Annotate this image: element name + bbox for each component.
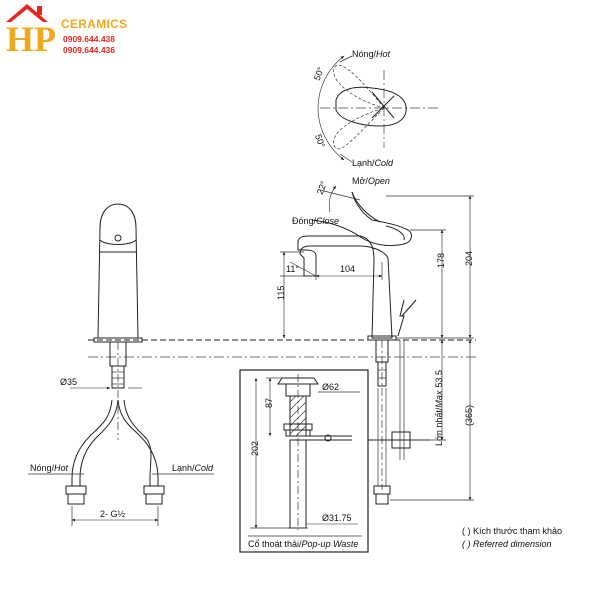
front-hot-label: Nóng/Hot — [30, 463, 69, 473]
side-view: 22° 11° Mở/Open Đóng/Close 104 — [276, 176, 474, 505]
top-cold-label: Lạnh/Cold — [352, 158, 394, 168]
angle-top: 50° — [312, 65, 326, 82]
waste-frame — [239, 369, 369, 553]
top-hot-label: Nóng/Hot — [352, 49, 391, 59]
notes: ( ) Kích thước tham khảo ( ) Referred di… — [462, 526, 562, 549]
side-dim-reach: 104 — [340, 264, 355, 274]
front-cold-label: Lạnh/Cold — [172, 463, 214, 473]
logo-letters: HP — [6, 19, 56, 59]
side-dim-max-deck: Lớn nhất/Max53.5 — [434, 370, 444, 446]
house-chimney-icon — [37, 6, 42, 15]
side-dim-hose: (365) — [464, 405, 474, 426]
side-dim-spout-height: 115 — [276, 286, 286, 300]
waste-dim-upper: 87 — [264, 398, 274, 408]
front-thread-label: 2- G½ — [100, 509, 126, 519]
logo-brand-name: CERAMICS — [61, 17, 127, 31]
brand-logo: HP CERAMICS 0909.644.438 0909.644.436 — [6, 4, 127, 59]
side-close-label: Đóng/Close — [292, 216, 339, 226]
front-dim-base-diameter: Ø35 — [60, 377, 77, 387]
side-dim-lever-height: 178 — [436, 253, 446, 268]
waste-detail: 87 202 Ø62 Ø31.75 Cổ thoát thải/Pop-up W… — [239, 369, 369, 553]
angle-bottom: 50° — [313, 133, 327, 150]
top-view: 50° 50° Nóng/Hot Lạnh/Cold — [312, 49, 438, 168]
side-open-label: Mở/Open — [352, 176, 390, 186]
side-dim-total-height: 204 — [464, 251, 474, 266]
logo-phone-1: 0909.644.438 — [63, 34, 115, 44]
logo-phone-2: 0909.644.436 — [63, 45, 115, 55]
side-angle-spout: 11° — [286, 264, 299, 274]
note-reference-vi: ( ) Kích thước tham khảo — [462, 526, 562, 536]
waste-caption: Cổ thoát thải/Pop-up Waste — [248, 539, 358, 549]
waste-dim-length: 202 — [250, 441, 260, 456]
waste-dim-flange: Ø62 — [322, 382, 339, 392]
side-angle-lever: 22° — [315, 179, 329, 196]
house-roof-icon — [6, 4, 48, 22]
note-reference-en: ( ) Referred dimension — [462, 539, 552, 549]
front-view: Ø35 Nóng/Hot Lạnh/Cold 2- G½ — [28, 203, 214, 526]
waste-dim-tail: Ø31.75 — [322, 513, 352, 523]
